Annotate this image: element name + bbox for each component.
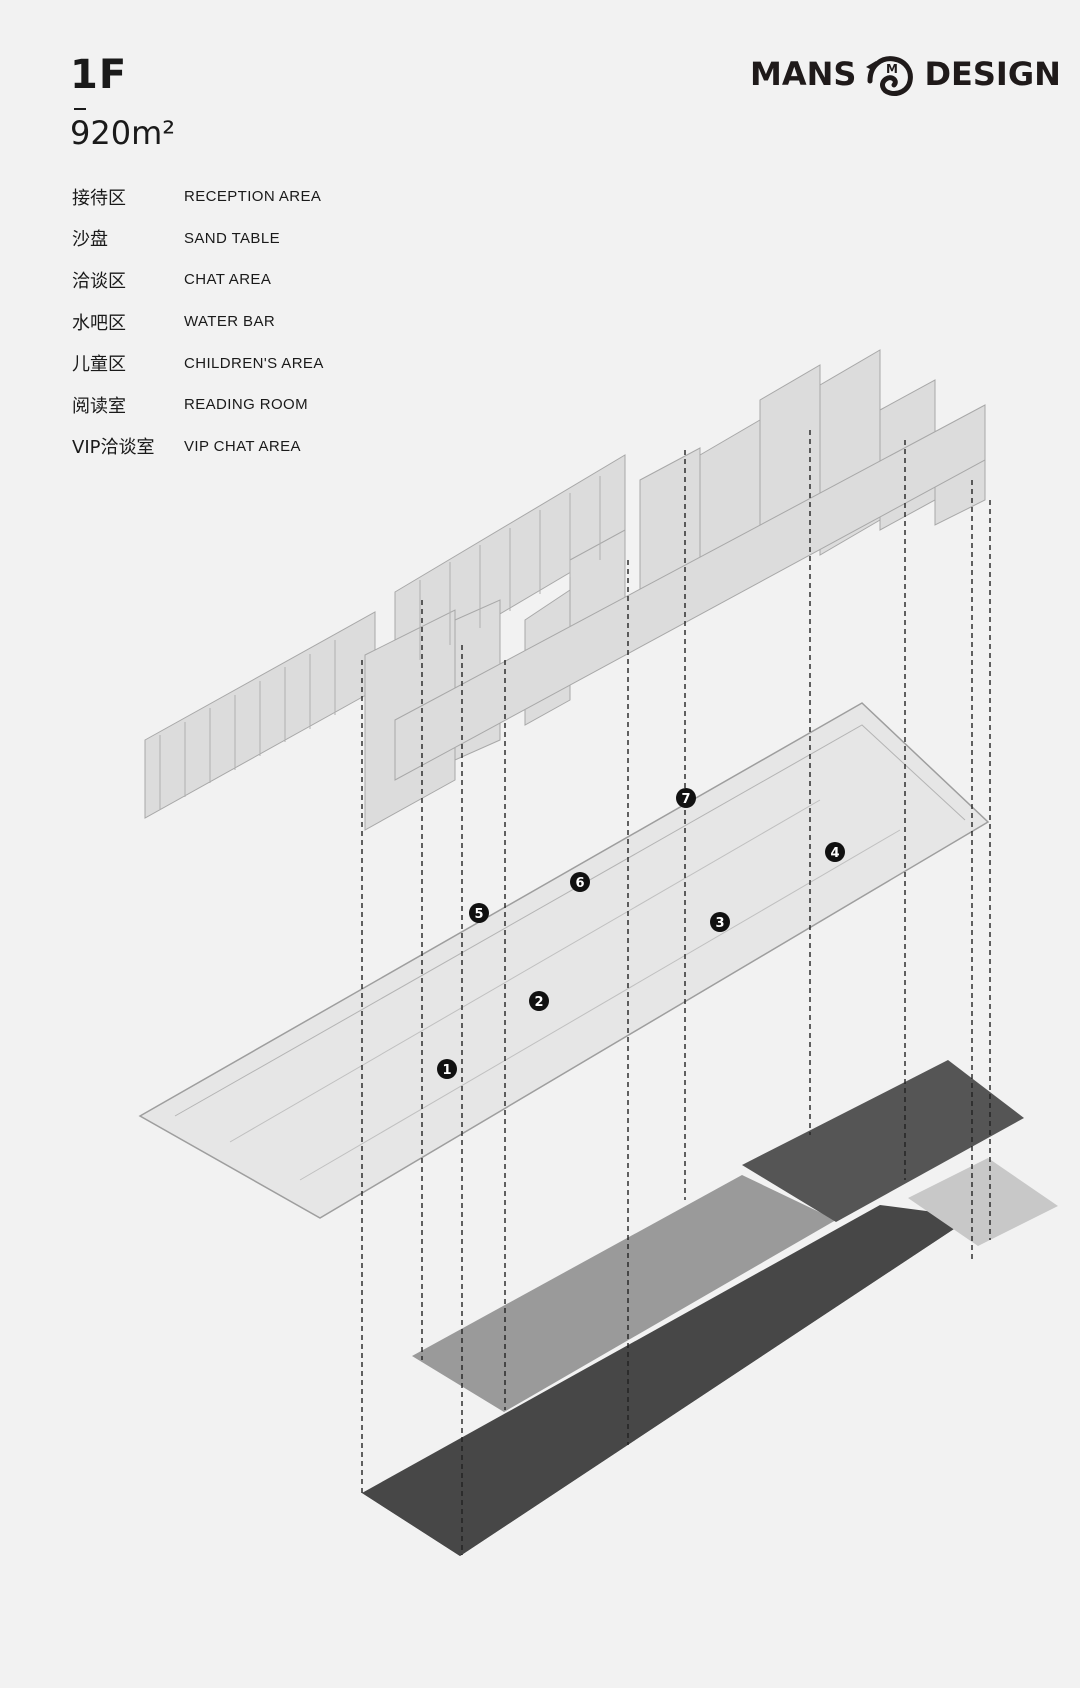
area-marker: 7	[676, 788, 696, 808]
legend-label-en: RECEPTION AREA	[184, 188, 322, 206]
ground-slab-dark-upper	[742, 1060, 1024, 1222]
ground-slab-dark-main	[362, 1205, 972, 1556]
legend-label-en: READING ROOM	[184, 396, 308, 414]
marker-label: 1	[442, 1063, 451, 1078]
legend-label-cn: 洽谈区	[72, 270, 126, 292]
area-marker: 3	[710, 912, 730, 932]
ground-slab-light	[908, 1158, 1058, 1246]
window-lines	[159, 476, 601, 810]
legend-item: 沙盘 SAND TABLE	[72, 218, 324, 260]
area-marker: 5	[469, 903, 489, 923]
legend-label-cn: 阅读室	[72, 395, 126, 417]
legend-label-cn: 水吧区	[72, 312, 126, 334]
floor-plan-plate	[138, 702, 990, 1219]
legend-label-en: SAND TABLE	[184, 229, 280, 247]
floor-plan-inner-line	[229, 799, 821, 1143]
marker-label: 5	[474, 907, 483, 922]
legend-item: 阅读室 READING ROOM	[72, 384, 324, 426]
legend-item: 儿童区 CHILDREN'S AREA	[72, 342, 324, 384]
legend-label-en: CHAT AREA	[184, 271, 272, 289]
legend-label-cn: 儿童区	[72, 354, 126, 376]
area-marker: 2	[529, 991, 549, 1011]
legend-list: 接待区 RECEPTION AREA 沙盘 SAND TABLE 洽谈区 CHA…	[72, 176, 324, 467]
legend-label-en: CHILDREN'S AREA	[184, 354, 324, 372]
legend-label-cn: VIP洽谈室	[72, 437, 155, 459]
legend-label-en: WATER BAR	[184, 313, 276, 331]
marker-label: 7	[681, 792, 690, 807]
logo-letters: M	[886, 62, 898, 76]
legend-label-cn: 沙盘	[72, 229, 108, 251]
legend-item: 洽谈区 CHAT AREA	[72, 259, 324, 301]
floor-plan-inner-line	[174, 724, 966, 1117]
brand-logo: MANS M DESIGN	[750, 52, 1061, 96]
chameleon-logo-icon: M	[866, 56, 914, 96]
floor-area: 920m²	[70, 114, 176, 152]
legend-item: 水吧区 WATER BAR	[72, 301, 324, 343]
projection-lines	[361, 430, 991, 1555]
legend-item: VIP洽谈室 VIP CHAT AREA	[72, 426, 324, 468]
marker-label: 3	[715, 916, 724, 931]
marker-label: 4	[830, 846, 839, 861]
marker-label: 6	[575, 876, 584, 891]
marker-label: 2	[534, 995, 543, 1010]
legend-item: 接待区 RECEPTION AREA	[72, 176, 324, 218]
floor-title: 1F	[70, 52, 128, 98]
area-marker: 4	[825, 842, 845, 862]
floor-plan-inner-line	[299, 829, 901, 1181]
area-marker: 6	[570, 872, 590, 892]
brand-left-text: MANS	[750, 55, 857, 93]
ground-slab-mid	[412, 1175, 836, 1412]
title-divider	[74, 108, 86, 110]
legend-label-en: VIP CHAT AREA	[184, 437, 301, 455]
brand-right-text: DESIGN	[924, 55, 1061, 93]
legend-label-cn: 接待区	[72, 187, 126, 209]
area-marker: 1	[437, 1059, 457, 1079]
